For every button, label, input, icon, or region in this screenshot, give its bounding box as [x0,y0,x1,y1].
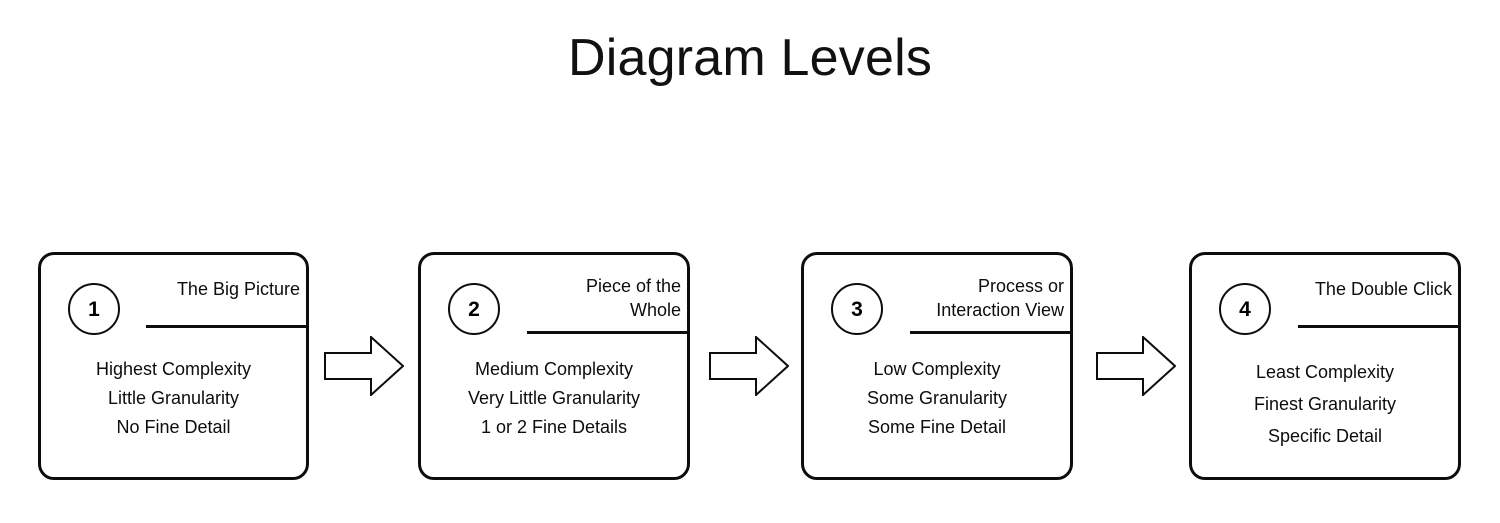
level-body-2: Medium Complexity Very Little Granularit… [421,355,687,442]
level-divider-1 [146,325,309,328]
page-title: Diagram Levels [567,29,933,87]
level-title-1: The Big Picture [176,279,300,299]
level-body-1: Highest Complexity Little Granularity No… [41,355,306,442]
level-body-line: Low Complexity [873,359,1001,379]
level-number-badge-4: 4 [1219,283,1271,335]
level-card-3[interactable]: 3 Process or Interaction View Low Complex… [801,252,1073,480]
arrow-level-1-to-2-icon [324,336,404,396]
level-title-line: Piece of the [585,276,681,296]
level-body-line: Little Granularity [107,388,240,408]
level-title-line: Process or [977,276,1064,296]
level-title-4: The Double Click [1314,279,1452,299]
level-body-line: No Fine Detail [116,417,231,437]
level-number-badge-2: 2 [448,283,500,335]
level-title-3: Process or Interaction View [884,274,1064,322]
level-title-line: Whole [629,300,681,320]
level-number-badge-1: 1 [68,283,120,335]
level-divider-4 [1298,325,1461,328]
level-card-1-header: 1 The Big Picture [41,255,309,335]
level-body-line: Highest Complexity [95,359,252,379]
level-body-line: Least Complexity [1255,362,1395,382]
level-body-line: Medium Complexity [474,359,634,379]
level-card-4[interactable]: 4 The Double Click Least Complexity Fine… [1189,252,1461,480]
level-card-1[interactable]: 1 The Big Picture Highest Complexity Lit… [38,252,309,480]
level-card-3-header: 3 Process or Interaction View [804,255,1073,335]
level-number-badge-3: 3 [831,283,883,335]
level-body-line: Specific Detail [1267,426,1383,446]
level-body-line: 1 or 2 Fine Details [480,417,628,437]
level-divider-3 [910,331,1073,334]
level-body-line: Some Granularity [866,388,1008,408]
arrow-level-2-to-3-icon [709,336,789,396]
level-body-line: Very Little Granularity [467,388,641,408]
level-body-line: Some Fine Detail [867,417,1007,437]
level-body-line: Finest Granularity [1253,394,1397,414]
level-body-3: Low Complexity Some Granularity Some Fin… [804,355,1070,442]
level-body-4: Least Complexity Finest Granularity Spec… [1192,356,1458,452]
level-divider-2 [527,331,690,334]
level-title-line: Interaction View [936,300,1064,320]
arrow-level-3-to-4-icon [1096,336,1176,396]
level-card-4-header: 4 The Double Click [1192,255,1461,335]
